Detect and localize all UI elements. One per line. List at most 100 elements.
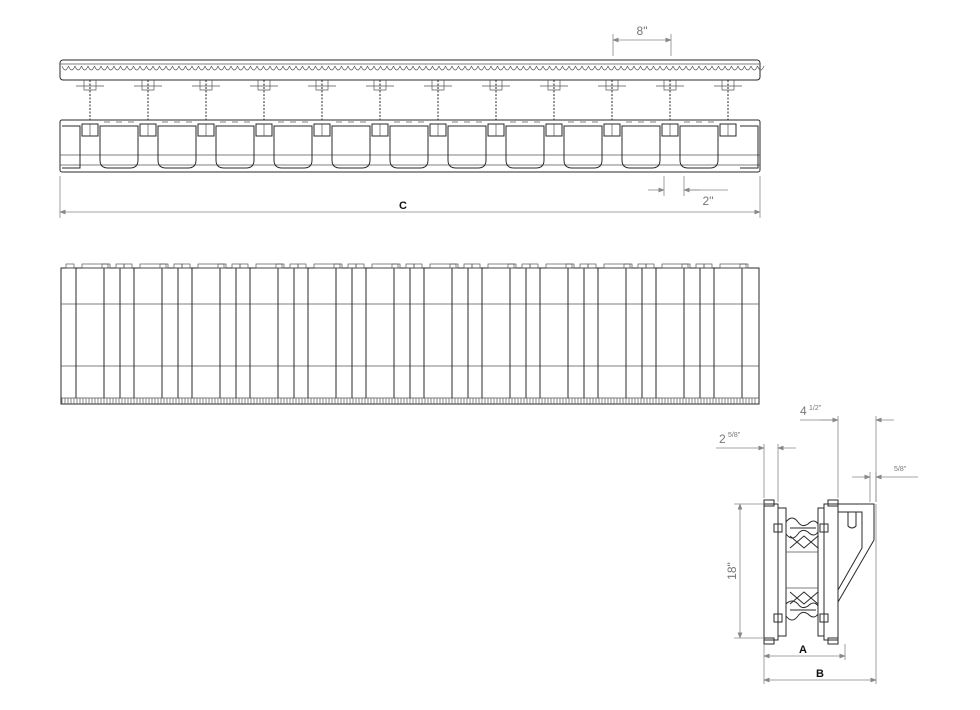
rail-scallop — [185, 65, 193, 71]
rail-scallop — [146, 65, 154, 71]
elevation-tab — [255, 263, 283, 269]
panel-cell — [389, 125, 429, 169]
elevation-tab — [313, 263, 341, 269]
dimension-panel-thickness-whole: 2 — [719, 432, 726, 446]
rail-scallop — [250, 65, 258, 71]
elevation-tab — [289, 263, 299, 269]
elevation-view — [60, 263, 760, 405]
elevation-tab — [347, 263, 357, 269]
elevation-tab — [217, 263, 227, 269]
elevation-tab — [739, 263, 749, 269]
rail-scallop — [575, 65, 583, 71]
rail-scallop — [744, 65, 752, 71]
elevation-tab — [297, 263, 307, 269]
rail-scallop — [659, 65, 667, 71]
dimension-spacing: 8" — [612, 24, 672, 56]
rail-scallop — [653, 65, 661, 71]
rail-scallop — [438, 65, 446, 71]
elevation-tab — [413, 263, 423, 269]
rail-scallop — [724, 65, 732, 71]
panel-cell — [62, 125, 81, 169]
rail-scallop — [614, 65, 622, 71]
rail-scallop — [484, 65, 492, 71]
dimension-panel-thickness: 2 5/8" — [716, 432, 796, 502]
rail-scallop — [256, 65, 264, 71]
rail-scallop — [321, 65, 329, 71]
rail-scallop — [224, 65, 232, 71]
rail-scallop — [562, 65, 570, 71]
elevation-tab — [405, 263, 415, 269]
rail-scallop — [295, 65, 303, 71]
rail-scallop — [510, 65, 518, 71]
rail-scallop — [607, 65, 615, 71]
elevation-tab — [239, 263, 249, 269]
rail-scallop — [568, 65, 576, 71]
elevation-tab — [681, 263, 691, 269]
left-panel — [763, 499, 787, 645]
elevation-tab — [661, 263, 689, 269]
rail-scallop — [74, 65, 82, 71]
rail-scallop — [191, 65, 199, 71]
rail-scallop — [516, 65, 524, 71]
rail-scallop — [198, 65, 206, 71]
rail-scallop — [217, 65, 225, 71]
rail-scallop — [126, 65, 134, 71]
rail-scallop — [757, 65, 765, 71]
rail-scallop — [620, 65, 628, 71]
rail-scallop — [594, 65, 602, 71]
elevation-tab — [159, 263, 169, 269]
rail-scallop — [458, 65, 466, 71]
connector-head — [308, 80, 336, 91]
rail-scallop — [139, 65, 147, 71]
rail-scallop — [165, 65, 173, 71]
elevation-tab — [529, 263, 539, 269]
connector-head — [656, 80, 684, 91]
top-rail — [59, 59, 765, 81]
elevation-tab — [429, 263, 457, 269]
rail-scallop — [471, 65, 479, 71]
lower-tie — [785, 587, 819, 621]
elevation-tab — [101, 263, 111, 269]
rail-scallop — [542, 65, 550, 71]
connector-head — [482, 80, 510, 91]
rail-scallop — [581, 65, 589, 71]
elevation-tab — [197, 263, 225, 269]
elevation-tab — [333, 263, 343, 269]
rail-scallop — [705, 65, 713, 71]
rail-scallop — [159, 65, 167, 71]
panel-cell — [563, 125, 603, 169]
elevation-tab — [521, 263, 531, 269]
rail-scallop — [497, 65, 505, 71]
dimension-lip: 5/8" — [852, 466, 918, 502]
rail-scallop — [380, 65, 388, 71]
dimension-web-gap-label: 2" — [703, 194, 714, 208]
elevation-tab — [181, 263, 191, 269]
connector-head — [540, 80, 568, 91]
web-connectors — [76, 80, 742, 120]
dimension-height-label: 18" — [725, 562, 739, 580]
elevation-tab — [645, 263, 655, 269]
panel-cell — [157, 125, 197, 169]
rail-scallop — [243, 65, 251, 71]
elevation-tab — [449, 263, 459, 269]
dimension-spacing-label: 8" — [637, 24, 648, 38]
rail-scallop — [490, 65, 498, 71]
rail-scallop — [113, 65, 121, 71]
rail-scallop — [373, 65, 381, 71]
elevation-tab — [587, 263, 597, 269]
elevation-tab — [355, 263, 365, 269]
connector-head — [134, 80, 162, 91]
rail-scallop — [120, 65, 128, 71]
dimension-offset-whole: 4 — [800, 404, 807, 418]
rail-scallop — [731, 65, 739, 71]
elevation-tab — [623, 263, 633, 269]
rail-scallop — [94, 65, 102, 71]
rail-scallop — [679, 65, 687, 71]
elevation-tab — [463, 263, 473, 269]
elevation-tab — [139, 263, 167, 269]
rail-scallop — [204, 65, 212, 71]
rail-scallop — [711, 65, 719, 71]
rail-scallop — [685, 65, 693, 71]
bottom-panel — [59, 119, 761, 173]
elevation-tab — [371, 263, 399, 269]
